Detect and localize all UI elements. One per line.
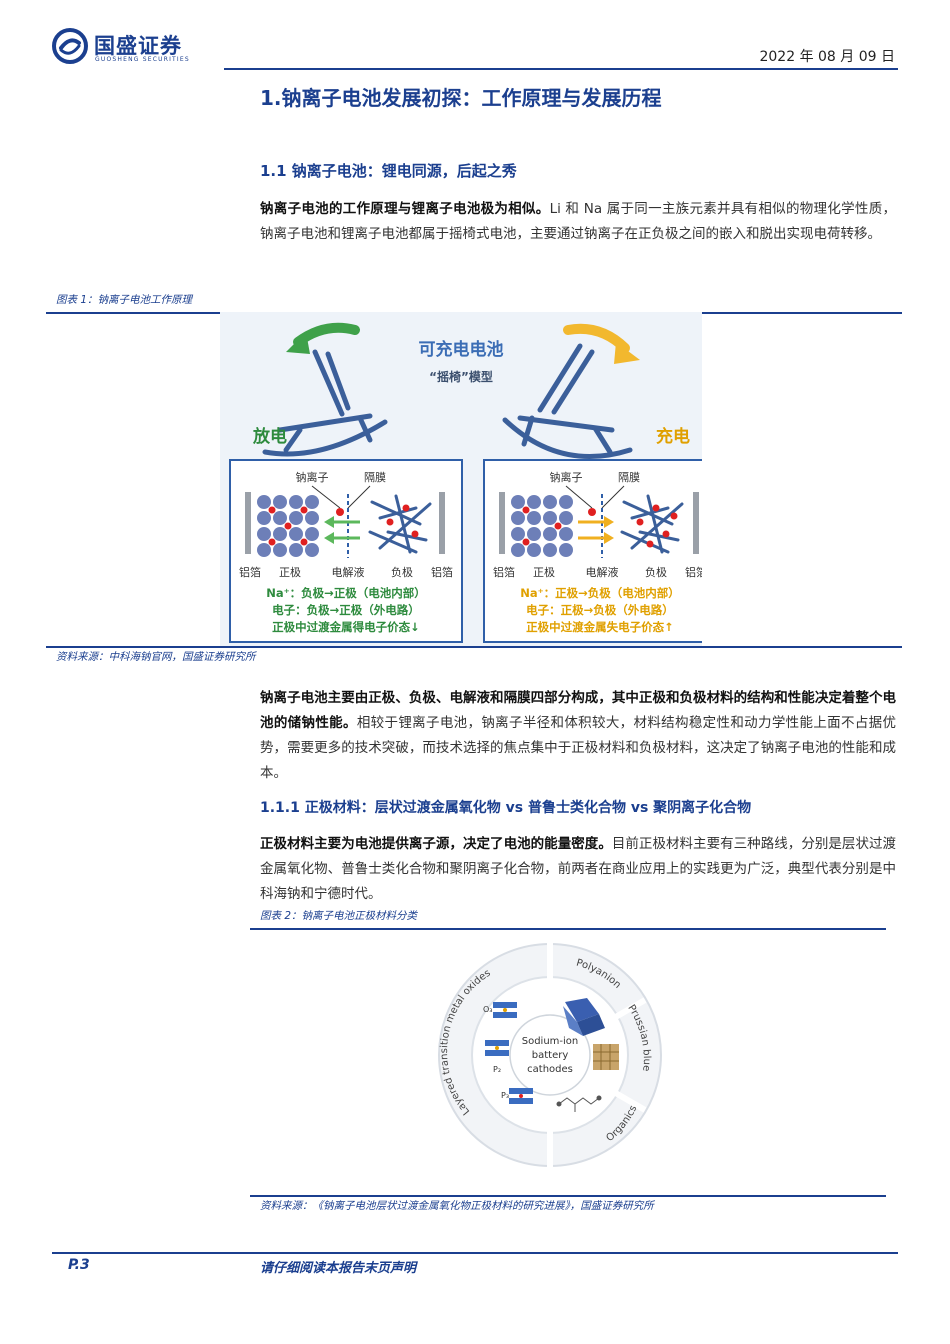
figure-1-diagram: 可充电电池 “摇椅”模型 放电 充电 钠离子 隔膜 铝 [220, 312, 702, 646]
header-rule [224, 68, 898, 70]
discharge-line-1: Na⁺：负极→正极（电池内部） [266, 586, 426, 600]
discharge-arrowhead-icon [286, 332, 310, 354]
charge-arrow-icon [563, 323, 630, 353]
discharge-layer-4: 负极 [391, 565, 413, 579]
center-line-1: Sodium-ion [522, 1036, 579, 1047]
diagram-subtitle: “摇椅”模型 [429, 369, 493, 384]
charge-layer-3: 电解液 [586, 565, 619, 579]
charge-line-1: Na⁺：正极→负极（电池内部） [520, 586, 680, 600]
paragraph-1: 钠离子电池的工作原理与锂离子电池极为相似。Li 和 Na 属于同一主族元素并具有… [260, 197, 896, 247]
figure-1-source: 资料来源：中科海钠官网，国盛证券研究所 [56, 651, 256, 663]
charge-line-2: 电子：正极→负极（外电路） [526, 603, 674, 617]
phase-p2-label: P₂ [493, 1065, 501, 1074]
discharge-line-2: 电子：负极→正极（外电路） [272, 603, 420, 617]
diagram-title: 可充电电池 [419, 339, 504, 360]
charge-separator-label: 隔膜 [618, 471, 640, 484]
charge-line-3: 正极中过渡金属失电子价态↑ [526, 620, 674, 634]
paragraph-2: 钠离子电池主要由正极、负极、电解液和隔膜四部分构成，其中正极和负极材料的结构和性… [260, 686, 896, 786]
footer-disclaimer: 请仔细阅读本报告末页声明 [260, 1261, 417, 1276]
charge-ion-label: 钠离子 [550, 470, 583, 484]
paragraph-3: 正极材料主要为电池提供离子源，决定了电池的能量密度。目前正极材料主要有三种路线，… [260, 832, 896, 907]
discharge-separator-label: 隔膜 [364, 471, 386, 484]
company-logo-icon [52, 28, 88, 64]
organics-molecule-icon [556, 1095, 602, 1112]
discharge-layer-1: 铝箔 [239, 565, 261, 579]
company-name-cn: 国盛证券 [94, 34, 182, 58]
figure-1-caption: 图表 1：钠离子电池工作原理 [56, 294, 193, 306]
paragraph-1-text: Li 和 Na 属于同一主族元素并具有相似的物理化学性质，钠离子电池和锂离子电池… [260, 201, 896, 242]
phase-p3-label: P₃ [501, 1091, 509, 1100]
charge-layer-5: 铝箔 [685, 565, 702, 579]
figure-2-bottom-rule [250, 1195, 886, 1197]
paragraph-2-text: 相较于锂离子电池，钠离子半径和体积较大，材料结构稳定性和动力学性能上面不占据优势… [260, 715, 897, 781]
center-line-3: cathodes [527, 1064, 573, 1075]
paragraph-1-bold: 钠离子电池的工作原理与锂离子电池极为相似。 [260, 201, 550, 217]
discharge-ion-label: 钠离子 [296, 470, 329, 484]
section-1-1-title: 1.1 钠离子电池：锂电同源，后起之秀 [260, 162, 517, 180]
prussian-blue-crystal-icon [593, 1044, 619, 1070]
charge-layer-2: 正极 [533, 565, 555, 579]
charge-label: 充电 [656, 426, 690, 447]
center-circle [509, 1014, 591, 1096]
phase-o3-label: O₃ [483, 1005, 493, 1014]
charge-panel: 钠离子 隔膜 铝箔 正极 电解液 负极 铝箔 Na⁺：正极→负极（电池内 [483, 459, 702, 643]
paragraph-3-text: 目前正极材料主要有三种路线，分别是层状过渡金属氧化物、普鲁士类化合物和聚阴离子化… [260, 836, 897, 902]
section-1-title: 1.钠离子电池发展初探：工作原理与发展历程 [260, 86, 662, 110]
paragraph-2-bold: 钠离子电池主要由正极、负极、电解液和隔膜四部分构成，其中正极和负极材料的结构和性… [260, 690, 896, 731]
charge-layer-1: 铝箔 [493, 565, 515, 579]
rocking-chair-left-icon [262, 349, 388, 457]
discharge-line-3: 正极中过渡金属得电子价态↓ [272, 620, 420, 634]
figure-2-top-rule [250, 928, 886, 930]
polyanion-crystal-icon [563, 998, 605, 1036]
company-name-en: GUOSHENG SECURITIES [95, 56, 190, 63]
paragraph-3-bold: 正极材料主要为电池提供离子源，决定了电池的能量密度。 [260, 836, 612, 852]
discharge-label: 放电 [252, 426, 287, 447]
rocking-chair-right-icon [502, 343, 633, 459]
section-1-1-1-title: 1.1.1 正极材料：层状过渡金属氧化物 vs 普鲁士类化合物 vs 聚阴离子化… [260, 800, 752, 816]
discharge-panel: 钠离子 隔膜 铝箔 正极 电解液 负极 铝箔 Na⁺：负极 [229, 459, 463, 643]
figure-2-source: 资料来源：《钠离子电池层状过渡金属氧化物正极材料的研究进展》，国盛证券研究所 [260, 1200, 654, 1212]
discharge-layer-3: 电解液 [332, 565, 365, 579]
charge-layer-4: 负极 [645, 565, 667, 579]
figure-2-caption: 图表 2：钠离子电池正极材料分类 [260, 910, 418, 922]
layered-p2-icon [485, 1040, 509, 1056]
charge-arrowhead-icon [614, 342, 640, 364]
figure-2-diagram: Sodium-ion battery cathodes Layered tran… [438, 942, 662, 1168]
layered-p3-icon [509, 1088, 533, 1104]
center-line-2: battery [532, 1050, 569, 1061]
report-date: 2022 年 08 月 09 日 [759, 49, 895, 65]
discharge-layer-5: 铝箔 [431, 565, 453, 579]
figure-1-bottom-rule [46, 646, 902, 648]
discharge-layer-2: 正极 [279, 565, 301, 579]
layered-o3-icon [493, 1002, 517, 1018]
footer-rule [52, 1252, 898, 1254]
page-number: P.3 [68, 1257, 90, 1273]
